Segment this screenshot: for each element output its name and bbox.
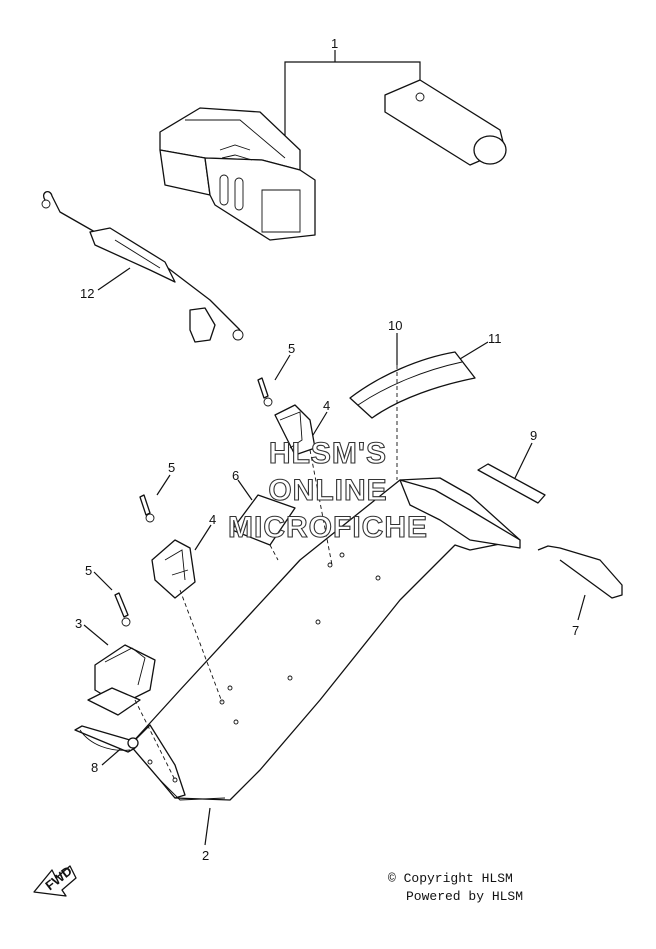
copyright-text: © Copyright HLSM <box>388 871 513 886</box>
callout-5-upper: 5 <box>288 341 295 356</box>
powered-by-text: Powered by HLSM <box>406 889 524 904</box>
rivet-1 <box>257 354 291 407</box>
callout-5-middle: 5 <box>168 460 175 475</box>
callout-4-upper: 4 <box>323 398 330 413</box>
callout-5-lower: 5 <box>85 563 92 578</box>
callout-4-lower: 4 <box>209 512 216 527</box>
fwd-arrow-icon: FWD <box>33 863 77 897</box>
callout-1: 1 <box>331 36 338 51</box>
callout-9: 9 <box>530 428 537 443</box>
hinge-bracket <box>83 624 156 716</box>
footer-credits: © Copyright HLSM Powered by HLSM <box>388 870 523 906</box>
callout-10: 10 <box>388 318 402 333</box>
decal-strips <box>349 333 489 419</box>
watermark-line-1: HLSM'S <box>269 437 387 470</box>
callout-7: 7 <box>572 623 579 638</box>
callout-6: 6 <box>232 468 239 483</box>
bracket-upper <box>274 404 328 456</box>
callout-11: 11 <box>488 331 502 346</box>
callout-2: 2 <box>202 848 209 863</box>
callout-8: 8 <box>91 760 98 775</box>
callout-3: 3 <box>75 616 82 631</box>
strip-part <box>477 442 546 504</box>
callout-12: 12 <box>80 286 94 301</box>
cable-assembly <box>41 191 244 343</box>
watermark-line-2: ONLINE <box>268 474 387 507</box>
watermark: HLSM'S ONLINE MICROFICHE <box>227 436 428 544</box>
bag-assembly <box>159 50 507 241</box>
rivet-2 <box>139 474 171 523</box>
main-panel <box>129 477 521 846</box>
hook-wire <box>537 545 623 621</box>
bracket-lower <box>151 524 212 599</box>
pin-strap <box>74 725 139 766</box>
rivet-3 <box>93 571 131 627</box>
plate-part <box>231 479 296 546</box>
watermark-line-3: MICROFICHE <box>228 511 428 544</box>
leader-lines <box>134 365 398 781</box>
